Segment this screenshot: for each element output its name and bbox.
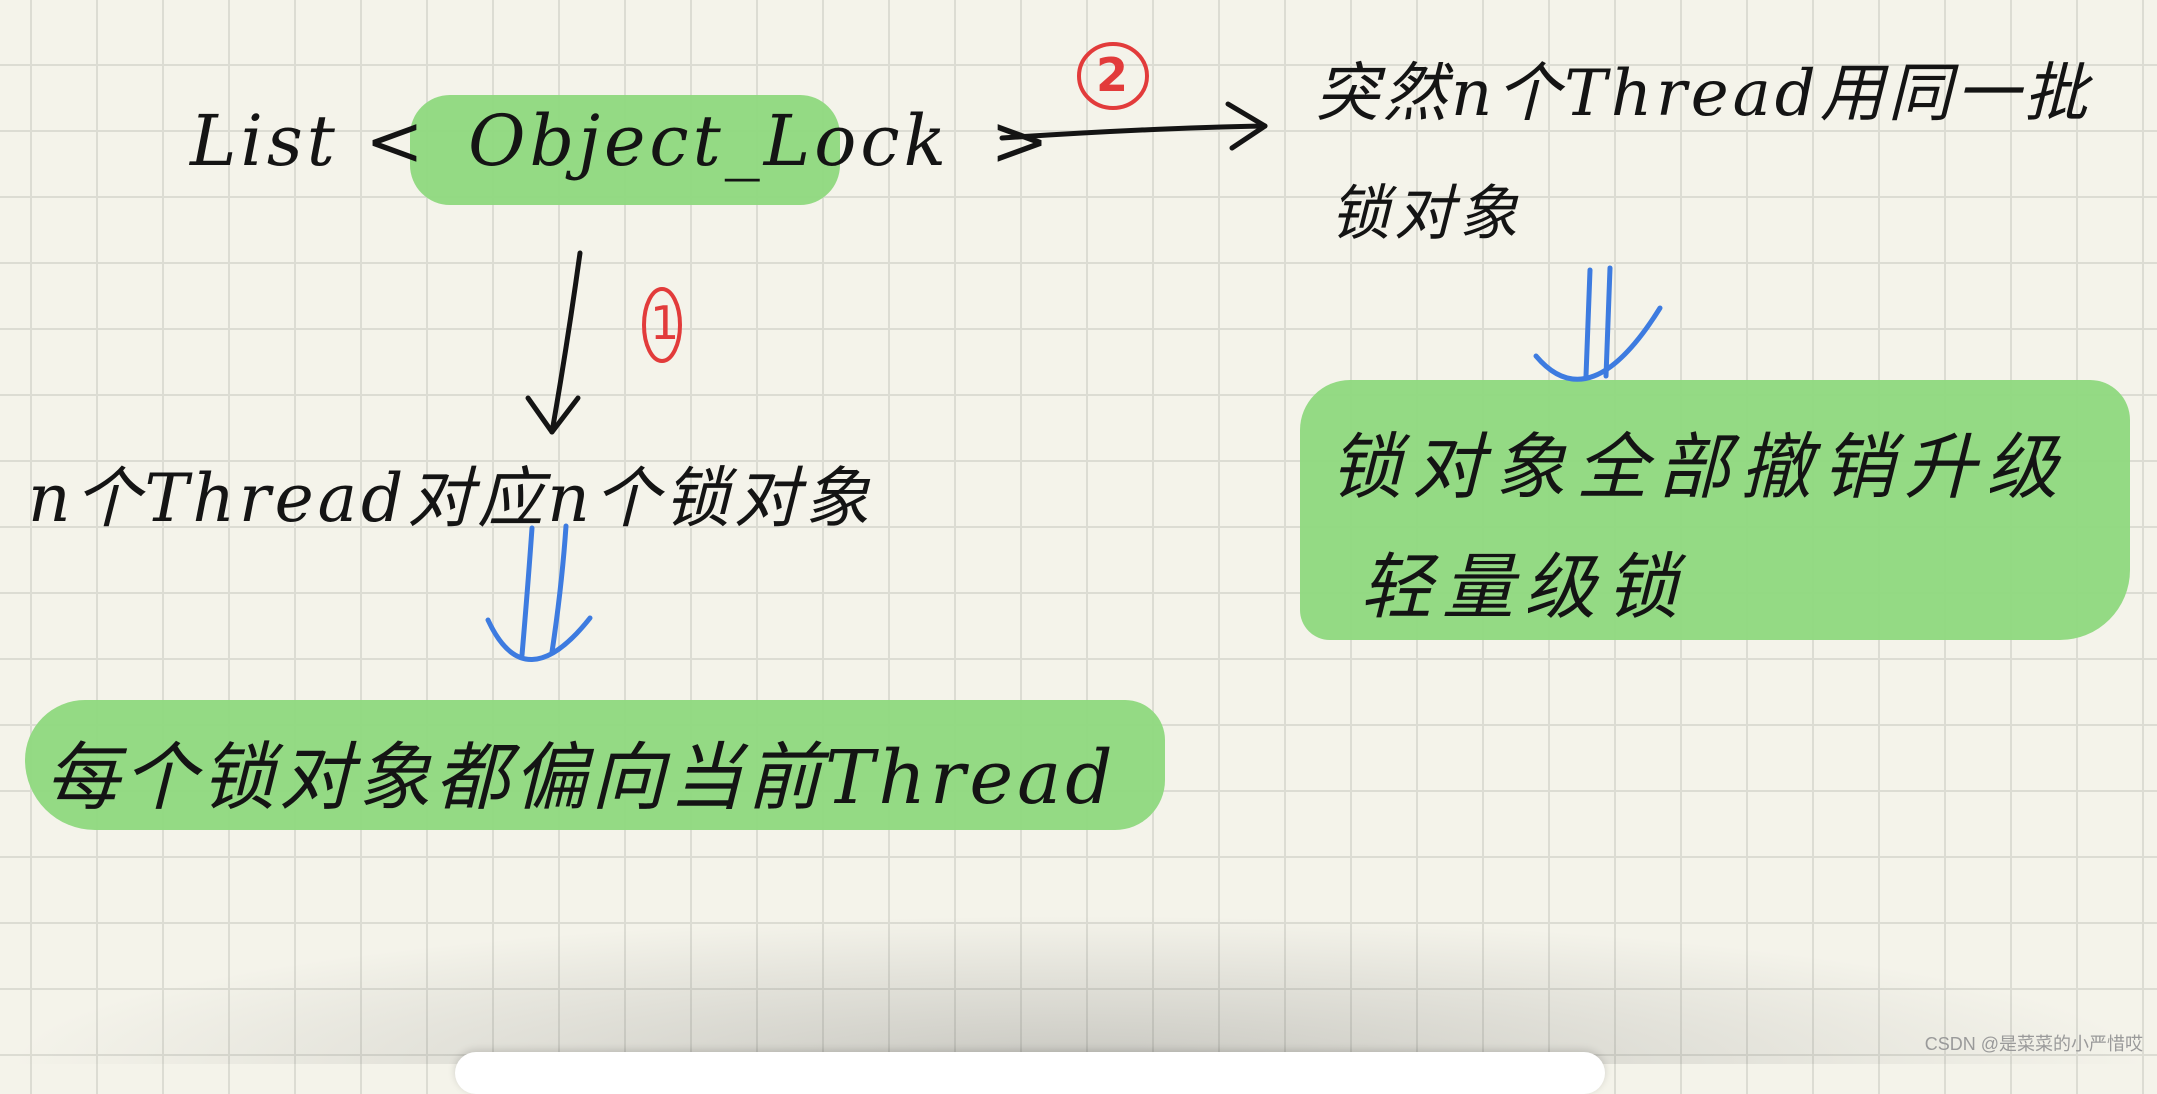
list-suffix: > xyxy=(990,100,1053,182)
marker-circle-2 xyxy=(1077,42,1149,110)
highlight-right-result xyxy=(1300,380,2130,640)
marker-label-2: 2 xyxy=(1096,48,1129,102)
node-bottom-left: 每个锁对象都偏向当前Thread xyxy=(45,735,1117,821)
double-arrow-right xyxy=(1533,265,1663,382)
node-top-right-line1: 突然n个Thread用同一批 xyxy=(1315,57,2092,131)
node-list: List < Object_Lock > xyxy=(190,100,1053,182)
list-object: Object_Lock xyxy=(468,100,951,182)
arrow-step-2 xyxy=(999,101,1268,151)
node-middle-left: n个Thread对应n个锁对象 xyxy=(28,460,874,537)
bottom-toolbar[interactable] xyxy=(455,1052,1605,1094)
highlight-object-lock xyxy=(410,95,840,205)
marker-label-1: 1 xyxy=(650,296,680,350)
watermark: CSDN @是菜菜的小严惜哎 xyxy=(1924,1034,2143,1054)
node-right-result-line2: 轻量级锁 xyxy=(1360,545,1689,629)
arrow-step-1 xyxy=(525,250,583,435)
bottom-shadow xyxy=(0,914,2157,1064)
marker-circle-1 xyxy=(642,287,682,363)
list-prefix: List < xyxy=(190,100,428,182)
node-right-result-line1: 锁对象全部撤销升级 xyxy=(1330,425,2069,509)
highlight-bottom-left xyxy=(25,700,1165,830)
diagram-canvas xyxy=(485,42,1663,662)
double-arrow-left xyxy=(485,523,593,662)
node-top-right-line2: 锁对象 xyxy=(1330,179,1522,249)
